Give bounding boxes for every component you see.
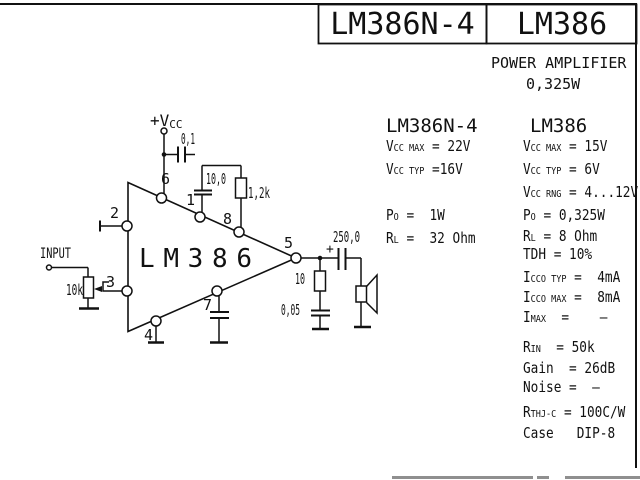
wiper-arrow xyxy=(94,286,102,292)
pin-6-label: 6 xyxy=(161,170,170,188)
pin-8-label: 8 xyxy=(223,210,232,228)
output-cap-value: 250,0 xyxy=(333,228,360,246)
subtitle-power-amplifier: POWER AMPLIFIER xyxy=(491,54,627,72)
spec-row: VCC MAX = 15V xyxy=(523,137,608,155)
polarity-plus: + xyxy=(326,242,334,257)
input-terminal: INPUT xyxy=(40,246,89,277)
spec-row: IMAX = – xyxy=(523,308,608,326)
volume-pot: 10k xyxy=(66,276,122,310)
feedback-cap-value: 10,0 xyxy=(206,170,226,188)
feedback-resistor-value: 1,2k xyxy=(248,184,270,202)
spec-row: RTHJ-C = 100C/W xyxy=(523,403,626,421)
ic-label: LM386 xyxy=(139,244,252,274)
specs-left-title: LM386N-4 xyxy=(386,115,478,137)
pin-7-label: 7 xyxy=(203,296,212,314)
title-right: LM386 xyxy=(516,6,608,42)
output-capacitor: + 250,0 xyxy=(326,228,362,286)
pin-6: 6 xyxy=(155,170,170,204)
spec-row: Noise = – xyxy=(523,378,600,396)
page-frame xyxy=(0,3,638,468)
pin-3-label: 3 xyxy=(106,273,115,291)
input-label: INPUT xyxy=(40,246,71,262)
vcc-label: +VCC xyxy=(150,111,183,131)
spec-row: Case DIP-8 xyxy=(523,424,616,442)
feedback-network: 1 10,0 1,2k 8 xyxy=(186,164,270,238)
pin-4: 4 xyxy=(144,315,164,344)
spec-row: VCC MAX = 22V xyxy=(386,137,471,155)
pot-value: 10k xyxy=(66,281,83,299)
speaker xyxy=(354,273,378,329)
bypass-cap-value: 0,1 xyxy=(181,130,195,148)
supply-rail: +VCC xyxy=(150,111,183,194)
title-left: LM386N-4 xyxy=(330,6,475,42)
pin-5-label: 5 xyxy=(284,234,293,252)
spec-row: Gain = 26dB xyxy=(523,359,616,377)
zobel-resistor-value: 10 xyxy=(295,270,305,288)
pin-2: 2 xyxy=(99,204,133,232)
spec-row: RIN = 50k xyxy=(523,338,595,356)
zobel-network: 10 0,05 xyxy=(281,258,330,331)
spec-row: VCC RNG = 4...12V xyxy=(523,183,639,201)
spec-row: RL = 8 Ohm xyxy=(523,227,598,245)
pin-4-label: 4 xyxy=(144,326,153,344)
spec-row: TDH = 10% xyxy=(523,245,593,263)
pin-2-label: 2 xyxy=(110,204,119,222)
specs-right-title: LM386 xyxy=(530,115,588,137)
spec-row: PO = 0,325W xyxy=(523,206,605,224)
zobel-cap-value: 0,05 xyxy=(281,301,300,319)
subtitle-wattage: 0,325W xyxy=(526,75,581,93)
pin-7: 7 xyxy=(203,285,229,344)
pin-3: 3 xyxy=(106,273,133,297)
spec-row: ICCO TYP = 4mA xyxy=(523,268,621,286)
bypass-capacitor: 0,1 xyxy=(164,130,195,163)
pin-1-label: 1 xyxy=(186,191,195,209)
output-node: 5 xyxy=(284,234,338,264)
spec-row: VCC TYP =16V xyxy=(386,160,463,178)
spec-row: PO = 1W xyxy=(386,206,445,224)
spec-row: ICCO MAX = 8mA xyxy=(523,288,621,306)
spec-row: VCC TYP = 6V xyxy=(523,160,600,178)
spec-row: RL = 32 Ohm xyxy=(386,229,476,247)
